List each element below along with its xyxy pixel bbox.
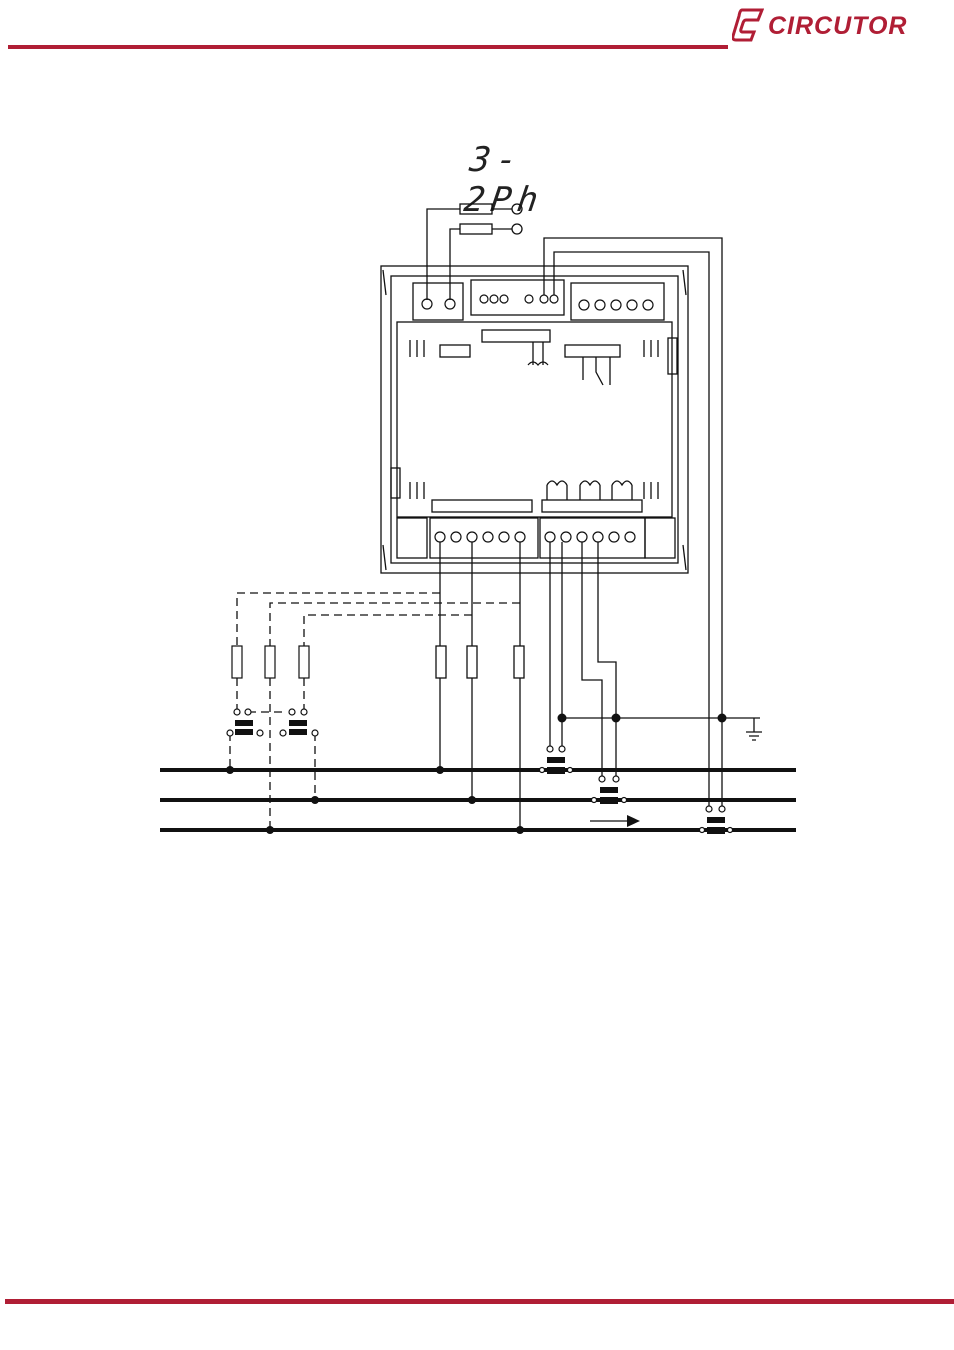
energy-flow-arrow-icon [590,815,640,827]
voltage-fuse-l3 [513,645,525,679]
header-rule [8,45,728,49]
io-connector [570,282,665,321]
voltage-fuse-l2 [466,645,478,679]
voltage-fuse-l1 [435,645,447,679]
voltage-input-connector [429,517,539,559]
aux-fuse-2 [459,223,493,235]
aux-fuse-1 [459,203,493,215]
device-inner-frame [390,275,679,564]
footer-rule [5,1299,954,1304]
circutor-logo-icon [732,8,764,42]
aux-supply-lead-1 [426,208,512,300]
circutor-logo: CIRCUTOR [732,8,922,46]
aux-power-connector [412,282,464,321]
current-transformer-l1 [547,757,565,763]
device-outer-frame [380,265,689,574]
current-transformer-l3 [707,817,725,823]
current-transformer-l2 [600,787,618,793]
brand-name: CIRCUTOR [768,12,908,40]
aux-supply-lead-2 [449,228,512,300]
comm-connector [470,279,565,316]
